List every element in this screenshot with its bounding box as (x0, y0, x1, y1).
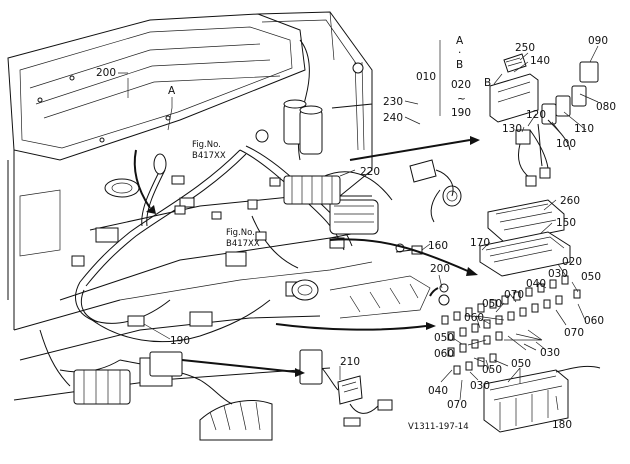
callout-260: 260 (560, 195, 580, 207)
callout-060-right: 060 (584, 315, 604, 327)
callout-230: 230 (383, 96, 403, 108)
bracket-item-190: 190 (451, 107, 471, 119)
callout-070-right: 070 (564, 327, 584, 339)
callout-060-left: 060 (464, 312, 484, 324)
callout-250: 250 (515, 42, 535, 54)
callout-030-mid: 030 (540, 347, 560, 359)
bracket-item-a: A (456, 35, 464, 47)
callout-030-lower: 030 (470, 380, 490, 392)
callout-200-upper: 200 (96, 67, 116, 79)
leader-lines (118, 40, 599, 411)
fig-ref-2-line1: Fig.No. (226, 228, 255, 238)
callout-070-lower: 070 (447, 399, 467, 411)
callout-090: 090 (588, 35, 608, 47)
callout-140: 140 (530, 55, 550, 67)
callout-arrows (133, 136, 480, 377)
fig-ref-1-line2: B417XX (192, 151, 226, 161)
fig-ref-2-line2: B417XX (226, 239, 260, 249)
fuse-block-detail (299, 53, 601, 433)
callout-080: 080 (596, 101, 616, 113)
callout-190: 190 (170, 335, 190, 347)
figure-code: V1311-197-14 (408, 422, 469, 432)
callout-050-lower: 050 (482, 364, 502, 376)
bracket-item-dot: · (458, 47, 461, 59)
callout-070-upper: 070 (504, 289, 524, 301)
letter-a: A (168, 85, 176, 97)
callout-240: 240 (383, 112, 403, 124)
bracket-item-020: 020 (451, 79, 471, 91)
letter-b: B (484, 77, 491, 89)
bracket-item-b: B (456, 59, 463, 71)
callout-150: 150 (556, 217, 576, 229)
callout-030-upper: 030 (548, 268, 568, 280)
callout-040-lower: 040 (428, 385, 448, 397)
callout-180: 180 (552, 419, 572, 431)
callout-050-left: 050 (434, 332, 454, 344)
callout-210: 210 (340, 356, 360, 368)
callout-170: 170 (470, 237, 490, 249)
bracket-code-010: 010 (416, 71, 436, 83)
callout-050-upper: 050 (482, 298, 502, 310)
callout-110: 110 (574, 123, 594, 135)
callout-160: 160 (428, 240, 448, 252)
callout-130: 130 (502, 123, 522, 135)
callout-220: 220 (360, 166, 380, 178)
callout-040-upper: 040 (526, 278, 546, 290)
callout-200-lower: 200 (430, 263, 450, 275)
callout-120: 120 (526, 109, 546, 121)
callout-100: 100 (556, 138, 576, 150)
bracket-item-tilde: ~ (457, 93, 466, 105)
main-harness (39, 145, 393, 405)
callout-050-right: 050 (581, 271, 601, 283)
callout-020: 020 (562, 256, 582, 268)
callout-labels: 200 A Fig.No. B417XX Fig.No. B417XX 230 … (96, 35, 616, 432)
callout-050-mid: 050 (511, 358, 531, 370)
callout-060-lower: 060 (434, 348, 454, 360)
fig-ref-1-line1: Fig.No. (192, 140, 221, 150)
